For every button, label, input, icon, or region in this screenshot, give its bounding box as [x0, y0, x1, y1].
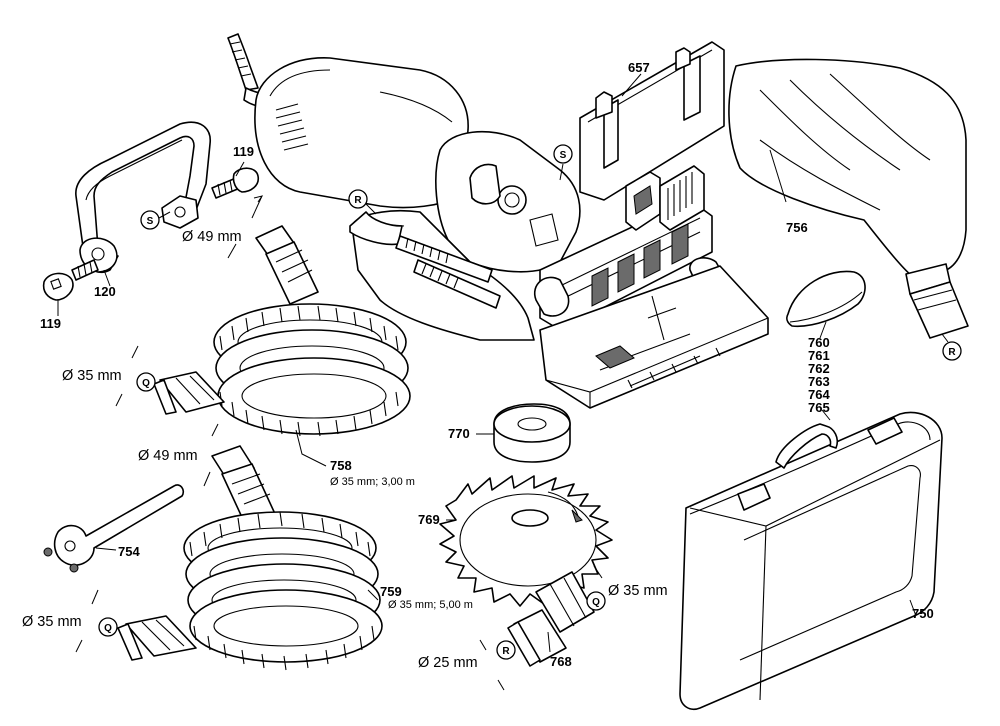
svg-text:R: R: [354, 195, 362, 206]
leader-lines: [57, 73, 917, 653]
carrying-case-750: [679, 411, 943, 710]
svg-text:Q: Q: [142, 378, 150, 389]
callout-657: 657: [628, 60, 650, 75]
callout-119-bottom: 119: [40, 316, 61, 331]
badge-s-clamp: S: [140, 210, 160, 230]
svg-text:S: S: [560, 150, 567, 161]
hose-758: [153, 225, 411, 437]
svg-text:Q: Q: [592, 597, 600, 608]
callout-769: 769: [418, 512, 440, 527]
badge-q-hose1: Q: [136, 372, 156, 392]
flange-770: [493, 403, 571, 463]
biscuit-jointer-body: [254, 57, 769, 409]
fence-plate-657: [579, 41, 725, 231]
callout-770: 770: [448, 426, 470, 441]
callout-764: 764: [808, 387, 830, 402]
saw-blade-769: [439, 475, 613, 607]
svg-text:S: S: [147, 216, 154, 227]
screw-119-top: [211, 167, 260, 199]
callout-761: 761: [808, 348, 830, 363]
badge-r-tool: R: [348, 189, 368, 209]
dimension-35mm-top: Ø 35 mm: [62, 368, 122, 384]
callout-763: 763: [808, 374, 830, 389]
badge-r-adapter: R: [496, 640, 516, 660]
adapter-768: [507, 571, 595, 667]
badge-q-adapter: Q: [586, 591, 606, 611]
callout-750: 750: [912, 606, 934, 621]
spec-hose-758: Ø 35 mm; 3,00 m: [330, 476, 415, 488]
hose-759: [117, 445, 383, 671]
badge-s-plate: S: [553, 144, 573, 164]
svg-text:Q: Q: [104, 623, 112, 634]
dust-bag-756: [728, 58, 969, 339]
callout-759: 759: [380, 584, 402, 599]
callout-119-top: 119: [233, 144, 254, 159]
callout-768: 768: [550, 654, 572, 669]
screw-119-bottom: [42, 259, 99, 301]
badge-r-bag: R: [942, 341, 962, 361]
spanner-754: [43, 484, 185, 573]
spec-hose-759: Ø 35 mm; 5,00 m: [388, 599, 473, 611]
biscuit-760-765: [786, 270, 866, 328]
dimension-49mm-top: Ø 49 mm: [182, 229, 242, 245]
callout-760: 760: [808, 335, 830, 350]
callout-765: 765: [808, 400, 830, 415]
clamp-120: [75, 121, 211, 274]
svg-text:R: R: [502, 646, 510, 657]
dimension-35mm-bottom: Ø 35 mm: [22, 614, 82, 630]
callout-754: 754: [118, 544, 140, 559]
dimension-49mm-mid: Ø 49 mm: [138, 448, 198, 464]
callout-758: 758: [330, 458, 352, 473]
svg-text:R: R: [948, 347, 956, 358]
callout-762: 762: [808, 361, 830, 376]
badge-q-hose2: Q: [98, 617, 118, 637]
dimension-markers: [75, 195, 603, 691]
dimension-35mm-adapter: Ø 35 mm: [608, 583, 668, 599]
callout-120: 120: [94, 284, 116, 299]
dimension-25mm-adapter: Ø 25 mm: [418, 655, 478, 671]
callout-756: 756: [786, 220, 808, 235]
